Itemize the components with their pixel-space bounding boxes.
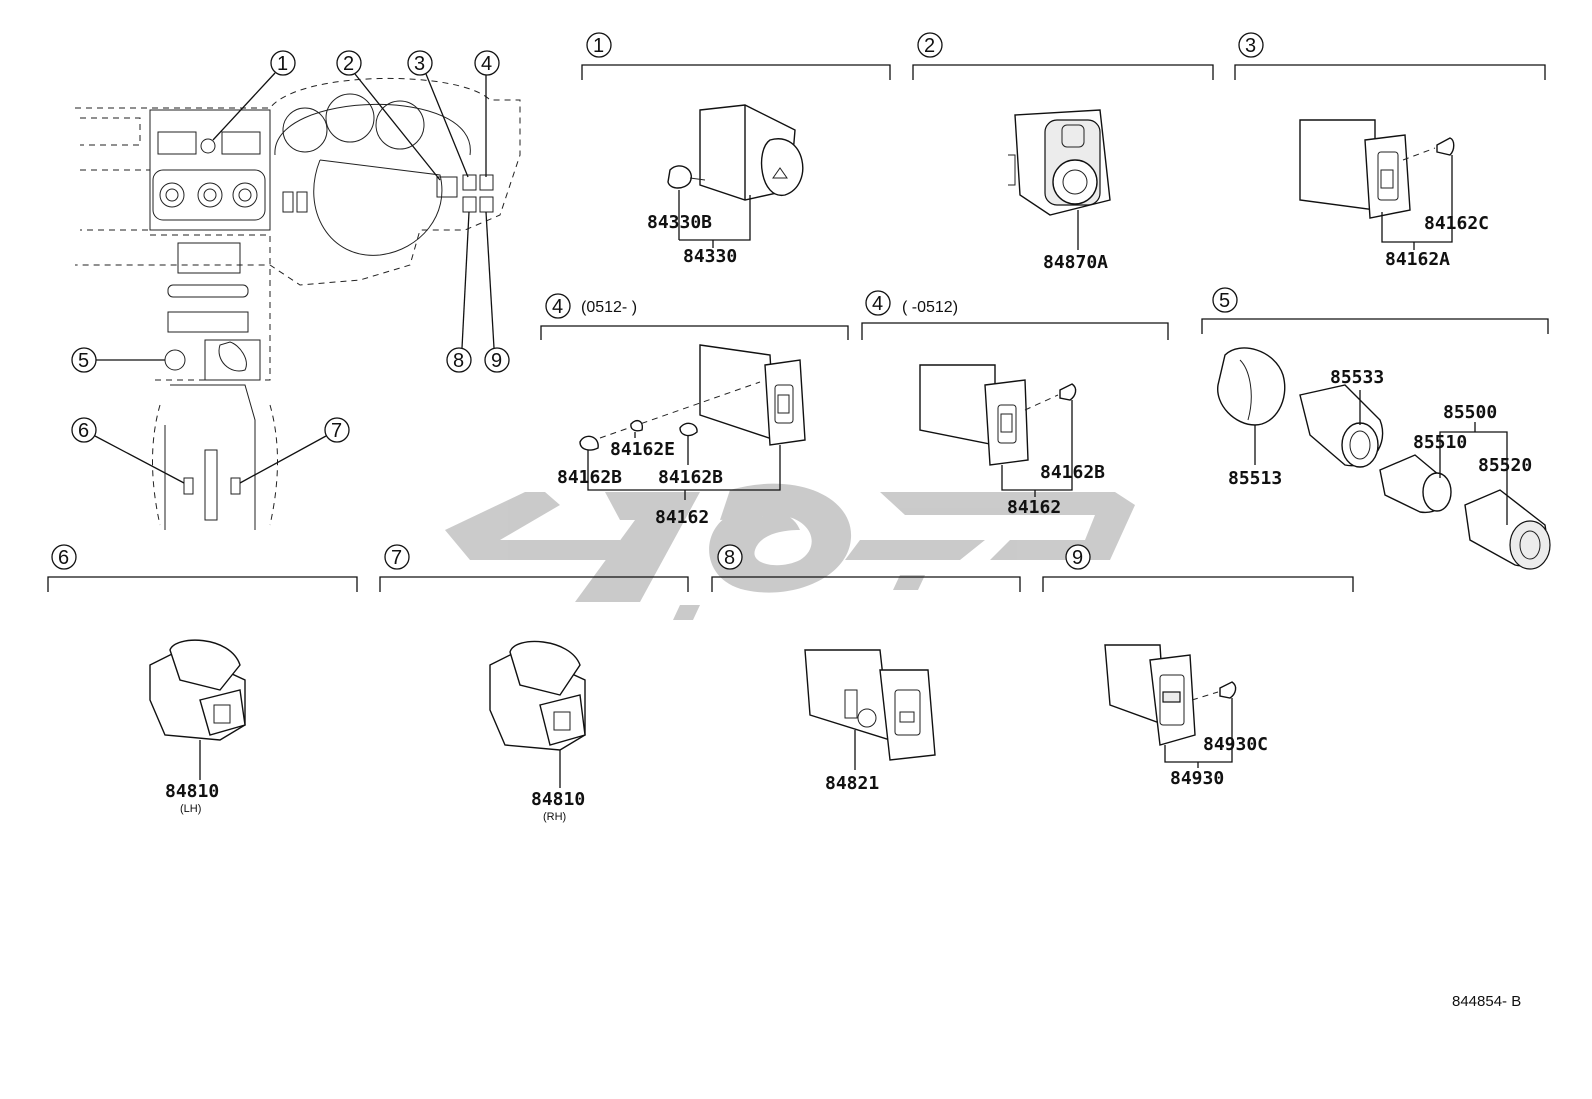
svg-text:7: 7 bbox=[391, 547, 402, 569]
svg-text:4: 4 bbox=[872, 293, 883, 315]
index-callout-6: 6 bbox=[71, 417, 185, 484]
part-number-84162-a: 84162 bbox=[655, 507, 709, 528]
svg-text:5: 5 bbox=[1219, 290, 1230, 312]
mirror-switch-part bbox=[1008, 109, 1111, 216]
svg-text:4: 4 bbox=[552, 296, 563, 318]
section-3-switch: 3 84162C 84162A bbox=[1234, 32, 1546, 270]
part-number-84162-b: 84162 bbox=[1007, 497, 1061, 518]
index-callout-8: 8 bbox=[446, 211, 472, 373]
svg-text:2: 2 bbox=[343, 53, 354, 75]
panel-switch-part-4b bbox=[919, 364, 1077, 466]
section-5-cigarette-lighter: 5 85533 85500 85510 85520 85513 bbox=[1201, 287, 1551, 570]
panel-switch-part-3 bbox=[1299, 119, 1455, 219]
svg-text:9: 9 bbox=[491, 350, 502, 372]
side-note-rh: (RH) bbox=[543, 811, 566, 823]
part-number-84162A: 84162A bbox=[1385, 249, 1450, 270]
index-callout-2: 2 bbox=[336, 50, 441, 181]
index-callout-1: 1 bbox=[212, 50, 296, 141]
part-number-84930: 84930 bbox=[1170, 768, 1224, 789]
section-4a-switch: 4 (0512- ) 84162E 84162B 84162B 84162 bbox=[540, 293, 849, 528]
part-number-84162E: 84162E bbox=[610, 439, 675, 460]
part-number-84870A: 84870A bbox=[1043, 252, 1108, 273]
window-switch-part-rh bbox=[489, 640, 586, 751]
svg-text:2: 2 bbox=[924, 35, 935, 57]
svg-text:5: 5 bbox=[78, 350, 89, 372]
hazard-switch-part bbox=[667, 104, 804, 201]
part-number-85520: 85520 bbox=[1478, 455, 1532, 476]
part-number-85533: 85533 bbox=[1330, 367, 1384, 388]
svg-text:9: 9 bbox=[1072, 547, 1083, 569]
watermark-logo bbox=[445, 483, 1135, 620]
lighter-parts bbox=[1217, 347, 1551, 570]
part-number-84162B-right: 84162B bbox=[658, 467, 723, 488]
part-number-85500: 85500 bbox=[1443, 402, 1497, 423]
part-number-84810-lh: 84810 bbox=[165, 781, 219, 802]
section-8-switch: 8 84821 bbox=[711, 544, 1021, 794]
section-7-window-switch-rh: 7 84810 (RH) bbox=[379, 544, 689, 823]
svg-text:8: 8 bbox=[724, 547, 735, 569]
section-9-switch: 9 84930C 84930 bbox=[1042, 544, 1354, 789]
part-number-85510: 85510 bbox=[1413, 432, 1467, 453]
svg-text:1: 1 bbox=[593, 35, 604, 57]
index-callout-7: 7 bbox=[239, 417, 350, 484]
section-1-hazard-switch: 1 84330B 84330 bbox=[581, 32, 891, 267]
index-callout-4: 4 bbox=[474, 50, 500, 177]
svg-text:3: 3 bbox=[1245, 35, 1256, 57]
part-number-84162C: 84162C bbox=[1424, 213, 1489, 234]
side-note-lh: (LH) bbox=[180, 803, 201, 815]
panel-switch-part-9 bbox=[1104, 644, 1237, 746]
svg-text:4: 4 bbox=[481, 53, 492, 75]
index-callout-3: 3 bbox=[407, 50, 469, 178]
section-2-mirror-switch: 2 84870A bbox=[912, 32, 1214, 273]
dashboard-overview: 1 2 3 4 5 6 7 8 bbox=[71, 50, 521, 530]
section-6-window-switch-lh: 6 84810 (LH) bbox=[47, 544, 358, 815]
part-number-85513: 85513 bbox=[1228, 468, 1282, 489]
svg-text:1: 1 bbox=[277, 53, 288, 75]
section-4b-switch: 4 ( -0512) 84162B 84162 bbox=[861, 290, 1169, 518]
svg-text:6: 6 bbox=[58, 547, 69, 569]
part-number-84162B-left: 84162B bbox=[557, 467, 622, 488]
panel-switch-part-8 bbox=[804, 649, 936, 761]
svg-text:6: 6 bbox=[78, 420, 89, 442]
part-number-84821: 84821 bbox=[825, 773, 879, 794]
panel-switch-part-4a bbox=[579, 344, 806, 451]
part-number-84810-rh: 84810 bbox=[531, 789, 585, 810]
svg-text:7: 7 bbox=[331, 420, 342, 442]
part-number-84930C: 84930C bbox=[1203, 734, 1268, 755]
index-callout-9: 9 bbox=[484, 211, 510, 373]
svg-text:3: 3 bbox=[414, 53, 425, 75]
svg-text:8: 8 bbox=[453, 350, 464, 372]
diagram-id: 844854- B bbox=[1452, 993, 1521, 1010]
part-number-84330: 84330 bbox=[683, 246, 737, 267]
index-callout-5: 5 bbox=[71, 347, 165, 373]
range-label: ( -0512) bbox=[902, 299, 958, 316]
window-switch-part-lh bbox=[149, 639, 246, 741]
range-label: (0512- ) bbox=[581, 299, 637, 316]
